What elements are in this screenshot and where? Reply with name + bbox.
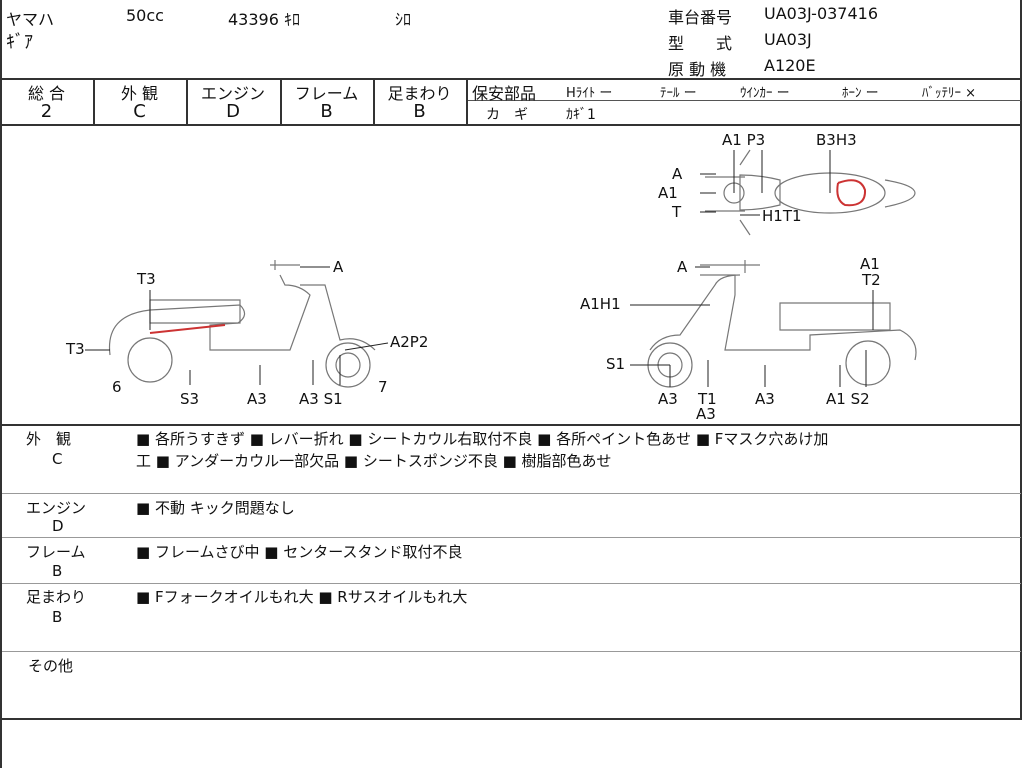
damage-code: A2P2	[390, 333, 429, 351]
frame-no-label: 車台番号	[668, 8, 733, 27]
key-value: ｶｷﾞ1	[566, 107, 596, 123]
divider	[0, 78, 1022, 80]
border	[0, 0, 2, 768]
damage-code: A1 S2	[826, 390, 870, 408]
remark-label-appearance: 外 観	[26, 430, 72, 448]
damage-code: S3	[180, 390, 200, 408]
remark-label-engine: エンジン	[26, 499, 87, 517]
damage-code: T1	[698, 390, 717, 408]
model-name: ｷﾞｱ	[6, 32, 33, 53]
grade-label-appearance: 外 観	[120, 84, 159, 103]
grade-label-overall: 総 合	[27, 84, 66, 103]
scooter-top-view	[705, 149, 916, 236]
grade-label-frame: フレーム	[294, 84, 359, 103]
safety-item: ﾊﾞｯﾃﾘｰ ×	[922, 86, 977, 101]
divider	[0, 124, 1022, 126]
remark-text: 工 ■ アンダーカウル一部欠品 ■ シートスポンジ不良 ■ 樹脂部色あせ	[136, 452, 612, 470]
remark-label-frame: フレーム	[26, 543, 86, 561]
remark-label-other: その他	[28, 657, 74, 675]
safety-item: ｳｲﾝｶｰ ー	[740, 86, 790, 101]
damage-code: A	[333, 258, 344, 276]
grade-value-frame: B	[320, 101, 333, 122]
remark-text: ■ 不動 キック問題なし	[136, 499, 295, 517]
damage-code: A1 P3	[722, 131, 766, 149]
remark-grade-frame: B	[52, 562, 63, 580]
remark-grade-appearance: C	[52, 450, 63, 468]
damage-code: T	[672, 203, 682, 221]
remark-label-suspension: 足まわり	[26, 588, 87, 606]
damage-code: A	[672, 165, 683, 183]
damage-code: T3	[66, 340, 85, 358]
damage-code: 6	[112, 378, 122, 396]
damage-code: A3 S1	[299, 390, 343, 408]
grade-value-suspension: B	[413, 101, 426, 122]
type-value: UA03J	[764, 30, 812, 49]
grade-label-suspension: 足まわり	[387, 84, 452, 103]
damage-code: A3	[247, 390, 267, 408]
damage-code: A3	[755, 390, 775, 408]
safety-item: ﾎｰﾝ ー	[842, 86, 879, 101]
damage-code: A1	[658, 184, 678, 202]
safety-item: ﾃｰﾙ ー	[660, 86, 697, 101]
divider	[0, 718, 1022, 720]
remark-text: ■ フレームさび中 ■ センタースタンド取付不良	[136, 543, 463, 561]
damage-code: A3	[658, 390, 678, 408]
grade-value-engine: D	[226, 101, 240, 122]
remark-grade-engine: D	[52, 517, 64, 535]
damage-code: H1T1	[762, 207, 802, 225]
damage-code: B3H3	[816, 131, 857, 149]
engine-value: A120E	[764, 56, 816, 75]
grade-value-overall: 2	[40, 101, 53, 122]
maker: ヤマハ	[6, 10, 55, 29]
safety-item: Hﾗｲﾄ ー	[566, 86, 613, 101]
grade-label-engine: エンジン	[200, 84, 265, 103]
damage-code: A1	[860, 255, 880, 273]
engine-label: 原 動 機	[668, 60, 727, 79]
border	[1020, 0, 1022, 720]
remark-grade-suspension: B	[52, 608, 63, 626]
damage-code: A	[677, 258, 688, 276]
damage-code: S1	[606, 355, 626, 373]
safety-label: 保安部品	[472, 84, 537, 103]
damage-code: T2	[862, 271, 881, 289]
type-label: 型 式	[668, 34, 733, 53]
remark-text: ■ 各所うすきず ■ レバー折れ ■ シートカウル右取付不良 ■ 各所ペイント色…	[136, 430, 829, 448]
damage-code: A3	[696, 405, 716, 423]
frame-no: UA03J-037416	[764, 4, 879, 23]
damage-code: 7	[378, 378, 388, 396]
damage-diagram	[85, 149, 917, 388]
damage-code: A1H1	[580, 295, 621, 313]
grade-value-appearance: C	[133, 101, 146, 122]
remark-text: ■ Fフォークオイルもれ大 ■ Rサスオイルもれ大	[136, 588, 468, 606]
displacement: 50cc	[126, 6, 164, 25]
key-label: カ ギ	[486, 107, 528, 123]
color: ｼﾛ	[395, 10, 412, 29]
mileage: 43396 ｷﾛ	[228, 10, 300, 29]
damage-code: T3	[137, 270, 156, 288]
divider	[0, 424, 1022, 426]
